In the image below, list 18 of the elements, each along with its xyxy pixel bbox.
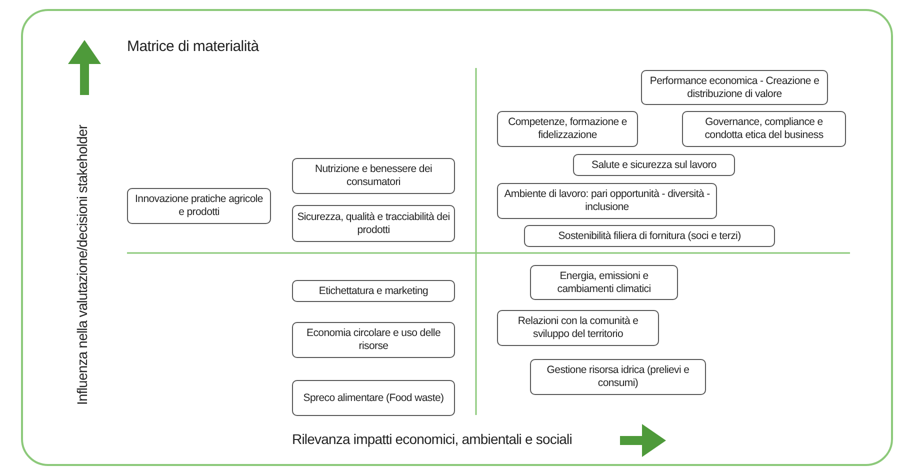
topic-box: Sicurezza, qualità e tracciabilità dei prodotti <box>292 205 455 242</box>
axis-label: Rilevanza impatti economici, ambientali e sociali <box>292 431 572 447</box>
topic-box: Competenze, formazione e fidelizzazione <box>497 111 638 147</box>
topic-box: Performance economica - Creazione e distribuzione di valore <box>641 70 828 105</box>
topic-box: Etichettatura e marketing <box>292 280 455 302</box>
topic-box: Economia circolare e uso delle risorse <box>292 322 455 358</box>
topic-box: Governance, compliance e condotta etica del business <box>682 111 846 147</box>
topic-box: Nutrizione e benessere dei consumatori <box>292 158 455 194</box>
topic-box: Spreco alimentare (Food waste) <box>292 380 455 416</box>
topic-box: Sostenibilità filiera di fornitura (soci e terzi) <box>524 225 775 247</box>
topic-box: Ambiente di lavoro: pari opportunità - diversità - inclusione <box>497 183 717 219</box>
topic-box: Relazioni con la comunità e sviluppo del territorio <box>497 310 659 346</box>
topic-box: Gestione risorsa idrica (prelievi e consumi) <box>530 359 706 395</box>
topic-box: Energia, emissioni e cambiamenti climatici <box>530 265 678 300</box>
axis-label: Influenza nella valutazione/decisioni stakeholder <box>74 124 90 406</box>
topic-box: Salute e sicurezza sul lavoro <box>573 154 735 176</box>
chart-title: Matrice di materialità <box>127 38 259 55</box>
topic-box: Innovazione pratiche agricole e prodotti <box>127 188 271 224</box>
